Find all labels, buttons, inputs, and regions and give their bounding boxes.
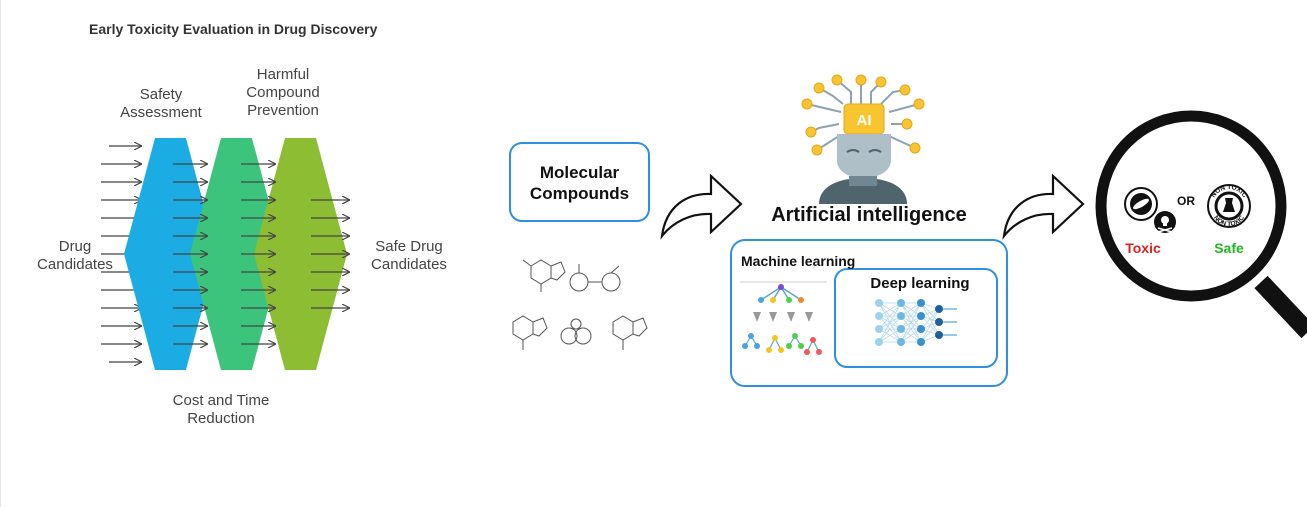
machine-learning-label: Machine learning [741,253,856,269]
toxic-pills-icon [1124,187,1176,233]
funnel-stage-harmful [254,138,347,370]
ai-title: Artificial intelligence [771,204,967,226]
molecular-compounds-box [509,142,650,222]
decision-tree-icon [742,284,822,355]
or-label: OR [1177,194,1195,208]
curved-arrow-icon [660,173,743,240]
toxic-label: Toxic [1125,240,1161,256]
output-arrows [311,200,349,308]
page-title: Early Toxicity Evaluation in Drug Discov… [89,21,378,37]
output-label: Safe Drug Candidates [371,238,447,273]
neural-network-icon [875,299,957,346]
curved-arrow-icon [1002,173,1085,240]
deep-learning-label: Deep learning [870,275,970,292]
funnel-stage-cost [190,138,289,370]
molecular-compounds-label: Molecular Compounds [529,163,630,203]
input-label: Drug Candidates [37,238,113,273]
stage-label-safety: Safety Assessment [120,86,202,121]
svg-text:AI: AI [857,112,872,129]
magnifier-icon [1095,110,1307,339]
funnel-stage-safety [124,138,223,370]
non-toxic-badge-icon: NON TOXIC NON TOXIC [1207,184,1251,228]
stage-label-cost: Cost and Time Reduction [172,392,270,427]
molecule-structures-icon [512,259,648,350]
ai-head-icon: AI [801,74,925,204]
flow-arrows [173,164,275,344]
safe-label: Safe [1214,240,1244,256]
stage-label-harmful: Harmful Compound Prevention [246,66,320,119]
ai-methods-box [730,239,1008,387]
